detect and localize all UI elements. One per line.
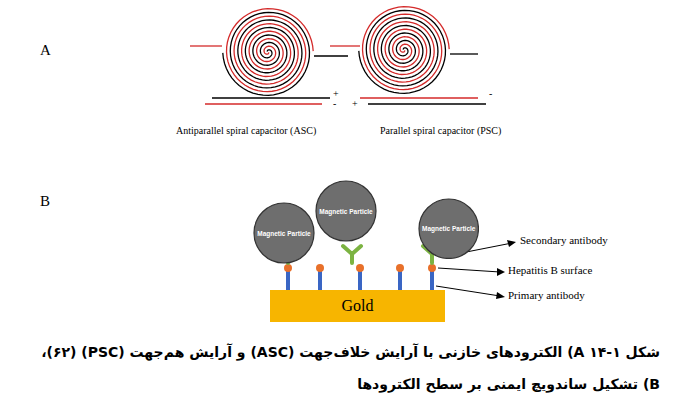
label: Parallel spiral capacitor (PSC) [380, 125, 501, 136]
label: + [333, 88, 339, 99]
magnetic-particle: Magnetic Particle [253, 202, 315, 264]
gold-electrode: Gold [270, 290, 445, 322]
label: A [40, 42, 51, 59]
spiral-capacitors [190, 7, 478, 96]
label: + [352, 98, 358, 109]
node-text: Magnetic Particle [257, 230, 310, 237]
magnetic-particle: Magnetic Particle [315, 180, 377, 242]
label: B [40, 193, 50, 210]
figure-caption: شکل ۱-۱۴ A) الکترودهای خازنی با آرایش خل… [30, 336, 660, 400]
hepatitis-b-antigens [284, 264, 436, 272]
label: Antiparallel spiral capacitor (ASC) [176, 125, 316, 136]
label: - [489, 88, 492, 99]
capacitor-lines [205, 98, 486, 104]
label: - [333, 98, 336, 109]
label: Primary antibody [508, 289, 585, 301]
node-text: Magnetic Particle [319, 208, 372, 215]
node-text: Gold [342, 297, 374, 315]
label: Secondary antibody [520, 234, 608, 246]
label: Hepatitis B surface [508, 264, 592, 276]
magnetic-particle: Magnetic Particle [418, 198, 479, 259]
node-text: Magnetic Particle [422, 225, 475, 232]
